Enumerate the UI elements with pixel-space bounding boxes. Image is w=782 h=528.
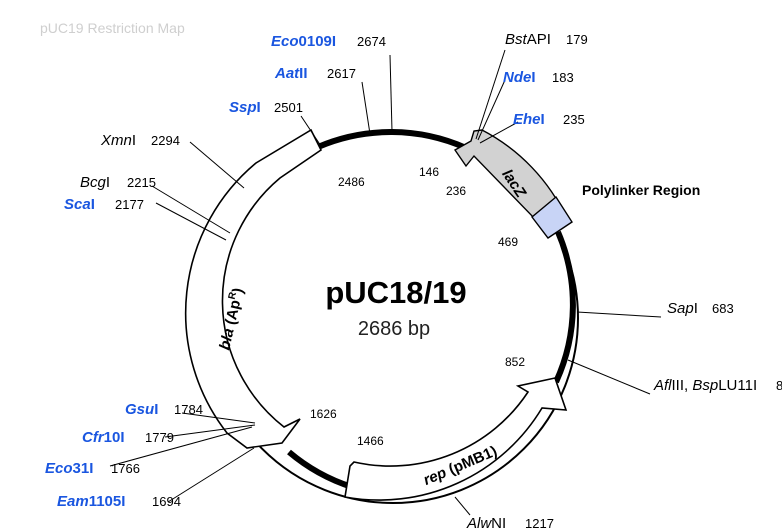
svg-text:AflIII, BspLU11I: AflIII, BspLU11I bbox=[653, 377, 757, 394]
thick-segment-bottom bbox=[287, 449, 353, 490]
svg-text:179: 179 bbox=[566, 32, 588, 47]
site-eco31i: Eco31I 1766 bbox=[45, 460, 140, 477]
svg-text:1766: 1766 bbox=[111, 461, 140, 476]
pointer-lines-right bbox=[454, 49, 662, 516]
svg-text:EheI: EheI bbox=[513, 111, 545, 128]
site-afliii-bsplu11i: AflIII, BspLU11I 8 bbox=[653, 377, 782, 394]
plasmid-size: 2686 bp bbox=[358, 318, 430, 340]
watermark: pUC19 Restriction Map bbox=[40, 20, 185, 36]
svg-text:1784: 1784 bbox=[174, 402, 203, 417]
svg-text:2674: 2674 bbox=[357, 34, 386, 49]
svg-text:ScaI: ScaI bbox=[64, 196, 95, 213]
site-bcgi: BcgI 2215 bbox=[80, 174, 156, 191]
pos-236: 236 bbox=[446, 184, 466, 198]
svg-text:2294: 2294 bbox=[151, 133, 180, 148]
site-sapi: SapI 683 bbox=[667, 300, 734, 317]
pos-469: 469 bbox=[498, 235, 518, 249]
site-xmni: XmnI 2294 bbox=[100, 132, 180, 149]
plasmid-name: pUC18/19 bbox=[325, 275, 466, 310]
pos-852: 852 bbox=[505, 355, 525, 369]
site-eam1105i: Eam1105I 1694 bbox=[57, 493, 181, 510]
svg-text:BstAPI: BstAPI bbox=[505, 31, 551, 48]
svg-text:NdeI: NdeI bbox=[503, 69, 536, 86]
site-cfr10i: Cfr10I 1779 bbox=[82, 429, 174, 446]
bla-label: bla (ApR) bbox=[215, 286, 247, 352]
svg-text:SspI: SspI bbox=[229, 99, 261, 116]
svg-text:1779: 1779 bbox=[145, 430, 174, 445]
polylinker-box bbox=[531, 195, 573, 239]
svg-text:2177: 2177 bbox=[115, 197, 144, 212]
svg-text:XmnI: XmnI bbox=[100, 132, 136, 149]
svg-text:2617: 2617 bbox=[327, 66, 356, 81]
svg-text:SapI: SapI bbox=[667, 300, 698, 317]
rep-arrow bbox=[344, 377, 568, 501]
site-ehei: EheI 235 bbox=[513, 111, 585, 128]
pos-146: 146 bbox=[419, 165, 439, 179]
thick-segment-right bbox=[553, 230, 576, 384]
svg-text:BcgI: BcgI bbox=[80, 174, 110, 191]
svg-text:AatII: AatII bbox=[274, 65, 308, 82]
svg-text:GsuI: GsuI bbox=[125, 401, 158, 418]
svg-text:Eco31I: Eco31I bbox=[45, 460, 93, 477]
svg-text:AlwNI: AlwNI bbox=[466, 515, 506, 528]
svg-text:1217: 1217 bbox=[525, 516, 554, 528]
lacz-arrow bbox=[453, 129, 569, 221]
pos-1466: 1466 bbox=[357, 434, 384, 448]
svg-text:1694: 1694 bbox=[152, 494, 181, 509]
site-aatii: AatII 2617 bbox=[274, 65, 356, 82]
svg-text:2501: 2501 bbox=[274, 100, 303, 115]
site-gsui: GsuI 1784 bbox=[125, 401, 203, 418]
svg-text:8: 8 bbox=[776, 378, 782, 393]
pos-1626: 1626 bbox=[310, 407, 337, 421]
bla-arrow bbox=[184, 128, 323, 449]
svg-text:Eco0109I: Eco0109I bbox=[271, 33, 336, 50]
thick-segment-top bbox=[316, 129, 468, 151]
site-eco0109i: Eco0109I 2674 bbox=[271, 33, 386, 50]
site-sspi: SspI 2501 bbox=[229, 99, 303, 116]
svg-text:Eam1105I: Eam1105I bbox=[57, 493, 125, 510]
site-alwni: AlwNI 1217 bbox=[466, 515, 554, 528]
site-bstapi: BstAPI 179 bbox=[505, 31, 588, 48]
svg-text:2215: 2215 bbox=[127, 175, 156, 190]
svg-text:683: 683 bbox=[712, 301, 734, 316]
site-ndei: NdeI 183 bbox=[503, 69, 574, 86]
site-scai: ScaI 2177 bbox=[64, 196, 144, 213]
svg-text:235: 235 bbox=[563, 112, 585, 127]
polylinker-label: Polylinker Region bbox=[582, 182, 700, 198]
svg-text:183: 183 bbox=[552, 70, 574, 85]
svg-text:Cfr10I: Cfr10I bbox=[82, 429, 125, 446]
pos-2486: 2486 bbox=[338, 175, 365, 189]
pointer-lines-left bbox=[109, 54, 393, 503]
